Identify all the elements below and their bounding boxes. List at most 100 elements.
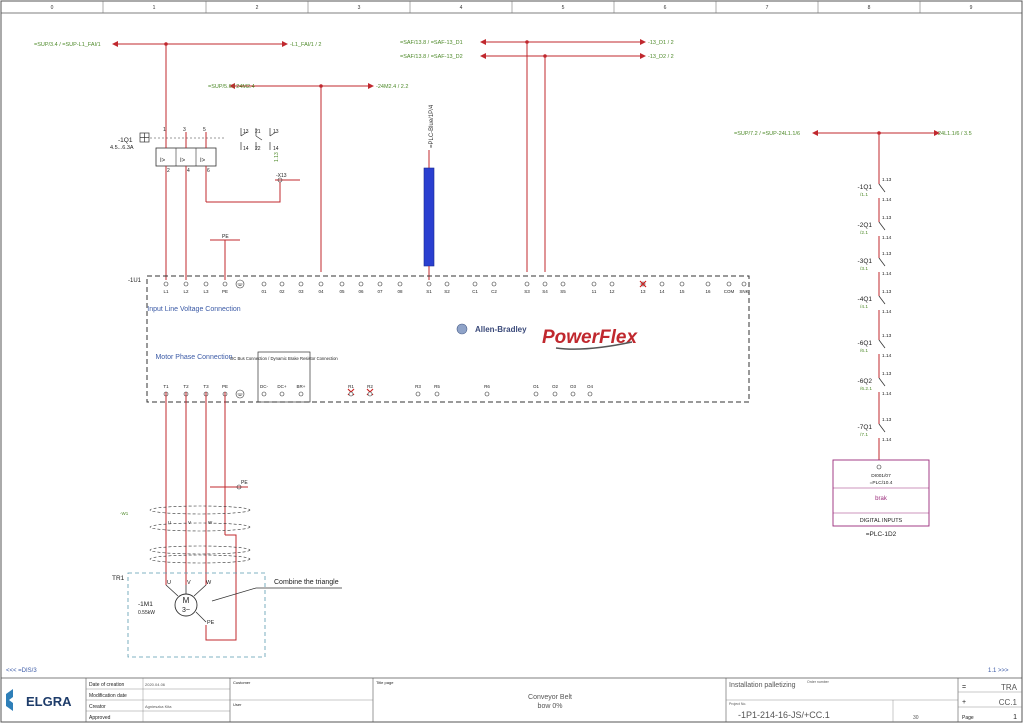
contact-ref: /6.2.1: [860, 386, 872, 392]
vfd-terminal: [533, 391, 539, 397]
vfd-terminal: [348, 391, 354, 397]
vfd-terminal-label: R1: [348, 384, 354, 389]
vfd-terminal-label: 14: [659, 289, 665, 294]
customer-label: Customer: [233, 680, 251, 685]
vfd-terminal-label: S4: [542, 289, 548, 294]
vfd-terminal-label: PE: [222, 384, 228, 389]
contact-ref: /1.1: [860, 192, 868, 198]
motor-phase-label: Motor Phase Connection: [155, 354, 232, 361]
vfd-terminal: [609, 281, 615, 287]
vfd-terminal-label: C1: [472, 289, 478, 294]
vfd-terminal: [491, 281, 497, 287]
contact-ref: /6.1: [860, 348, 868, 354]
contact-icon: [878, 295, 886, 305]
column-number: 7: [766, 5, 769, 11]
contact-ref: /4.1: [860, 304, 868, 310]
vfd-terminal-label: C2: [491, 289, 497, 294]
column-number: 8: [868, 5, 871, 11]
contact-pin: 1.13: [882, 371, 892, 377]
contact-pin: 1.13: [882, 215, 892, 221]
vfd-terminal-label: 16: [705, 289, 711, 294]
vfd-terminal-label: T2: [183, 384, 189, 389]
vfd-terminal-label: 15: [679, 289, 685, 294]
cable-tag: -W1: [120, 511, 129, 516]
vfd-terminal: [318, 281, 324, 287]
plc-cable-ref: =PLC-Blue/1P/4: [429, 104, 435, 148]
vfd-terminal: [434, 391, 440, 397]
vfd-terminal: [560, 281, 566, 287]
vfd-terminal: [426, 281, 432, 287]
vfd-terminal-label: T3: [203, 384, 209, 389]
vfd-terminal-label: 13: [640, 289, 646, 294]
order-number-label: Order number: [807, 680, 830, 684]
contact-pin: 1.14: [882, 309, 892, 315]
vfd-brand: Allen-Bradley: [475, 325, 527, 334]
aux-pin: 14: [243, 146, 249, 152]
vfd-terminal-label: L2: [183, 289, 189, 294]
vfd-terminal: [542, 281, 548, 287]
vfd-terminal: [261, 281, 267, 287]
plc-blue-cable: [423, 167, 435, 267]
svg-text:=: =: [962, 684, 966, 691]
project-number: -1P1-214-16-JS/+CC.1: [738, 710, 830, 720]
vfd-terminal-label: S2: [444, 289, 450, 294]
vfd-terminal-label: 12: [609, 289, 615, 294]
column-number: 5: [562, 5, 565, 11]
vfd-terminal: [524, 281, 530, 287]
column-dividers: [102, 1, 921, 13]
vfd-terminal: [484, 391, 490, 397]
breaker-pin: 1: [163, 127, 166, 133]
cable-core-label: W: [208, 520, 213, 525]
company-logo: ELGRA: [26, 694, 72, 709]
next-page-link[interactable]: 1.1 >>>: [988, 668, 1009, 674]
contact-ref: /7.1: [860, 432, 868, 438]
vfd-terminal-label: L3: [203, 289, 209, 294]
vfd-terminal-label: S5: [560, 289, 566, 294]
contact-pin: 1.13: [882, 177, 892, 183]
vfd-terminal-label: 07: [377, 289, 383, 294]
breaker-pin: 6: [207, 168, 210, 174]
vfd-terminal: [741, 281, 747, 287]
column-number: 2: [256, 5, 259, 11]
vfd-terminal: [397, 281, 403, 287]
aux-pin: 13: [243, 129, 249, 135]
elgra-logo-icon: [6, 689, 13, 711]
cable-core-label: V: [188, 520, 191, 525]
vfd-terminal: [367, 391, 373, 397]
contact-pin: 1.14: [882, 271, 892, 277]
vfd-terminal-label: 03: [298, 289, 304, 294]
contact-icon: [878, 423, 886, 433]
vfd-terminal: [163, 281, 169, 287]
saf1-source-ref: =SAF/13.8 / =SAF-13_D1: [400, 40, 463, 46]
vfd-terminal-label: SNK: [739, 289, 748, 294]
earth-icon: [235, 389, 245, 399]
project-label: Project No.: [729, 702, 746, 706]
vfd-terminal: [570, 391, 576, 397]
vfd-terminal: [203, 281, 209, 287]
vfd-tag: -1U1: [128, 278, 142, 284]
aux-cross-ref: 1.13: [274, 152, 280, 162]
aux-pin: 14: [273, 146, 279, 152]
vfd-terminal-label: R5: [434, 384, 440, 389]
vfd-terminal-label: S1: [426, 289, 432, 294]
plc-input-module: [832, 459, 930, 527]
contact-tag: -6Q1: [858, 340, 873, 347]
contact-tag: -6Q2: [858, 378, 873, 385]
prev-page-link[interactable]: <<< =DIS/3: [6, 668, 37, 674]
motor-tag: -1M1: [138, 601, 153, 608]
saf1-dest-ref: -13_D1 / 2: [648, 40, 674, 46]
plc-input-address: DI001/07: [871, 473, 891, 479]
vfd-terminal: [679, 281, 685, 287]
vfd-terminal-label: R6: [484, 384, 490, 389]
title-row-label: Approved: [89, 715, 111, 721]
drawing-subtitle: bow 0%: [538, 703, 563, 710]
contact-pin: 1.14: [882, 235, 892, 241]
column-number: 6: [664, 5, 667, 11]
contact-icon: [878, 377, 886, 387]
input-voltage-label: Input Line Voltage Connection: [147, 306, 241, 313]
contact-pin: 1.14: [882, 353, 892, 359]
page-number: 1: [1013, 714, 1017, 721]
